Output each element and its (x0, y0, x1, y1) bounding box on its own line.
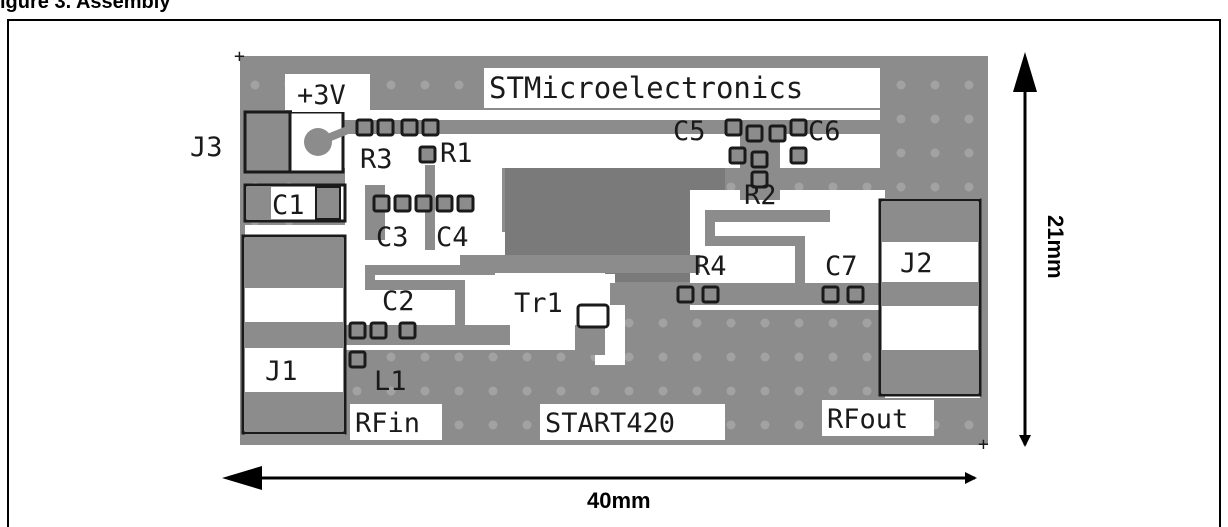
height-arrow-top-head (1013, 52, 1037, 92)
figure-caption: igure 3. Assembly (0, 0, 171, 13)
designator-r4: R4 (694, 251, 727, 282)
fiducial-top-left: + (234, 46, 245, 67)
brand-label-plate (484, 68, 880, 108)
smd-pads (348, 118, 865, 369)
width-dimension: 40mm (222, 466, 977, 513)
designator-c3: C3 (376, 222, 409, 253)
rfout-label: RFout (827, 404, 908, 435)
width-dimension-label: 40mm (587, 488, 651, 513)
rfin-label: RFin (355, 408, 420, 439)
designator-c6: C6 (808, 116, 841, 147)
designator-r1: R1 (440, 138, 473, 169)
designator-r3: R3 (360, 144, 393, 175)
fiducial-bottom-right: + (978, 434, 989, 455)
pcb-board: + + STMicroelectronics +3V RFin START420… (190, 46, 989, 455)
figure-frame (7, 19, 1221, 527)
designator-r2: R2 (744, 180, 777, 211)
designator-c5: C5 (673, 116, 706, 147)
designator-j3: J3 (190, 132, 223, 163)
height-dimension: 21mm (1013, 52, 1068, 447)
designator-l1: L1 (374, 366, 407, 397)
width-arrow-left-head (222, 466, 262, 490)
designator-j1: J1 (265, 356, 298, 387)
rfout-label-plate (822, 400, 934, 436)
supply-label-plate (292, 78, 364, 112)
supply-label: +3V (297, 80, 346, 111)
height-dimension-label: 21mm (1043, 215, 1068, 279)
brand-label: STMicroelectronics (489, 71, 803, 105)
designator-c2: C2 (382, 286, 415, 317)
part-label-plate (540, 404, 725, 440)
designator-c1: C1 (272, 190, 305, 221)
designator-j2: J2 (900, 248, 933, 279)
designator-c7: C7 (825, 251, 858, 282)
part-number-label: START420 (545, 408, 675, 439)
rfin-label-plate (350, 404, 442, 440)
transistor-tr1-body (576, 303, 610, 329)
designator-c4: C4 (436, 222, 469, 253)
designator-tr1: Tr1 (514, 288, 563, 319)
